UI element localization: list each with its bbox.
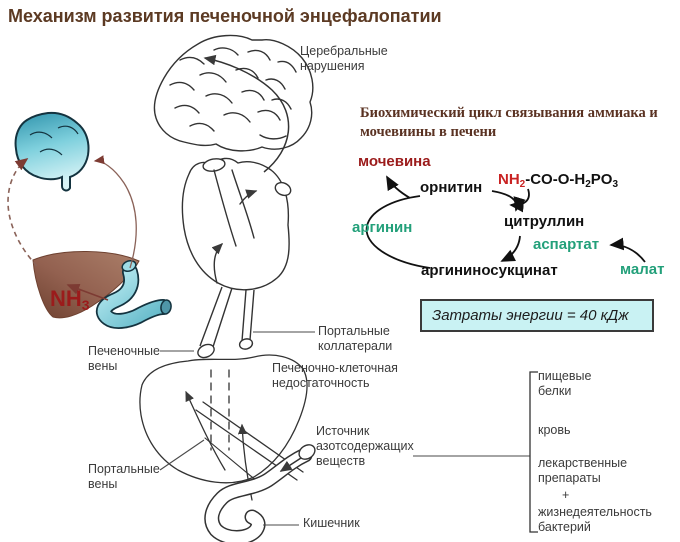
nh3-subscript: 3 (81, 297, 90, 313)
formula-h-sub: 2 (585, 179, 591, 190)
ammonia-flow-arrows (7, 155, 137, 301)
sources-bracket (529, 371, 538, 533)
hepatocellular-failure-label: Печеночно-клеточная недостаточность (272, 361, 398, 390)
nh3-label: NH3 (50, 286, 90, 313)
intestine-line-drawing (204, 444, 316, 542)
hepatic-vessel-tubes (197, 286, 255, 359)
biochemical-cycle-heading: Биохимический цикл связывания аммиака и … (360, 105, 658, 140)
energy-cost-box: Затраты энергии = 40 кДж (420, 299, 654, 332)
formula-nh-sub: 2 (519, 179, 526, 190)
page-title: Механизм развития печеночной энцефалопат… (8, 6, 442, 26)
nh3-base: NH (50, 286, 82, 311)
portal-collaterals-label: Портальные коллатерали (318, 324, 393, 353)
source-item-plus: + (562, 488, 570, 502)
blue-gut-illustration (95, 259, 172, 329)
source-item-drugs: лекарственные препараты (538, 456, 628, 485)
heart-line-drawing (181, 157, 292, 291)
formula-po-sub: 3 (612, 179, 619, 190)
argininosuccinate-label: аргининосукцинат (421, 262, 558, 279)
arginine-label: аргинин (352, 219, 413, 236)
formula-mid: -CO-O-H (525, 171, 586, 188)
energy-cost-text: Затраты энергии = 40 кДж (432, 307, 629, 324)
label-connector-lines (159, 331, 530, 526)
portal-veins-label: Портальные вены (88, 462, 160, 491)
blue-brain-illustration (14, 111, 90, 192)
malate-label: малат (620, 261, 665, 278)
formula-nh: NH (498, 171, 520, 188)
urea-cycle-arrows (365, 175, 646, 269)
urea-label: мочевина (358, 153, 431, 170)
carbamoyl-phosphate-formula: NH2-CO-O-H2PO3 (498, 171, 618, 190)
brain-line-drawing (153, 34, 314, 152)
citrulline-label: цитруллин (504, 213, 585, 230)
intestine-label: Кишечник (303, 516, 360, 530)
source-item-dietary-proteins: пищевые белки (538, 369, 592, 398)
aspartate-label: аспартат (533, 236, 600, 253)
cerebral-disorders-label: Церебральные нарушения (300, 44, 388, 73)
ornithine-label: орнитин (420, 179, 483, 196)
source-item-bacteria: жизнедеятельность бактерий (538, 505, 652, 534)
formula-po: PO (590, 171, 613, 188)
hepatic-veins-label: Печеночные вены (88, 344, 160, 373)
nitrogen-source-label: Источник азотсодержащих веществ (316, 424, 414, 468)
blood-to-brain-arrow (203, 54, 290, 173)
brown-liver-illustration (32, 251, 140, 319)
source-item-blood: кровь (538, 423, 571, 437)
